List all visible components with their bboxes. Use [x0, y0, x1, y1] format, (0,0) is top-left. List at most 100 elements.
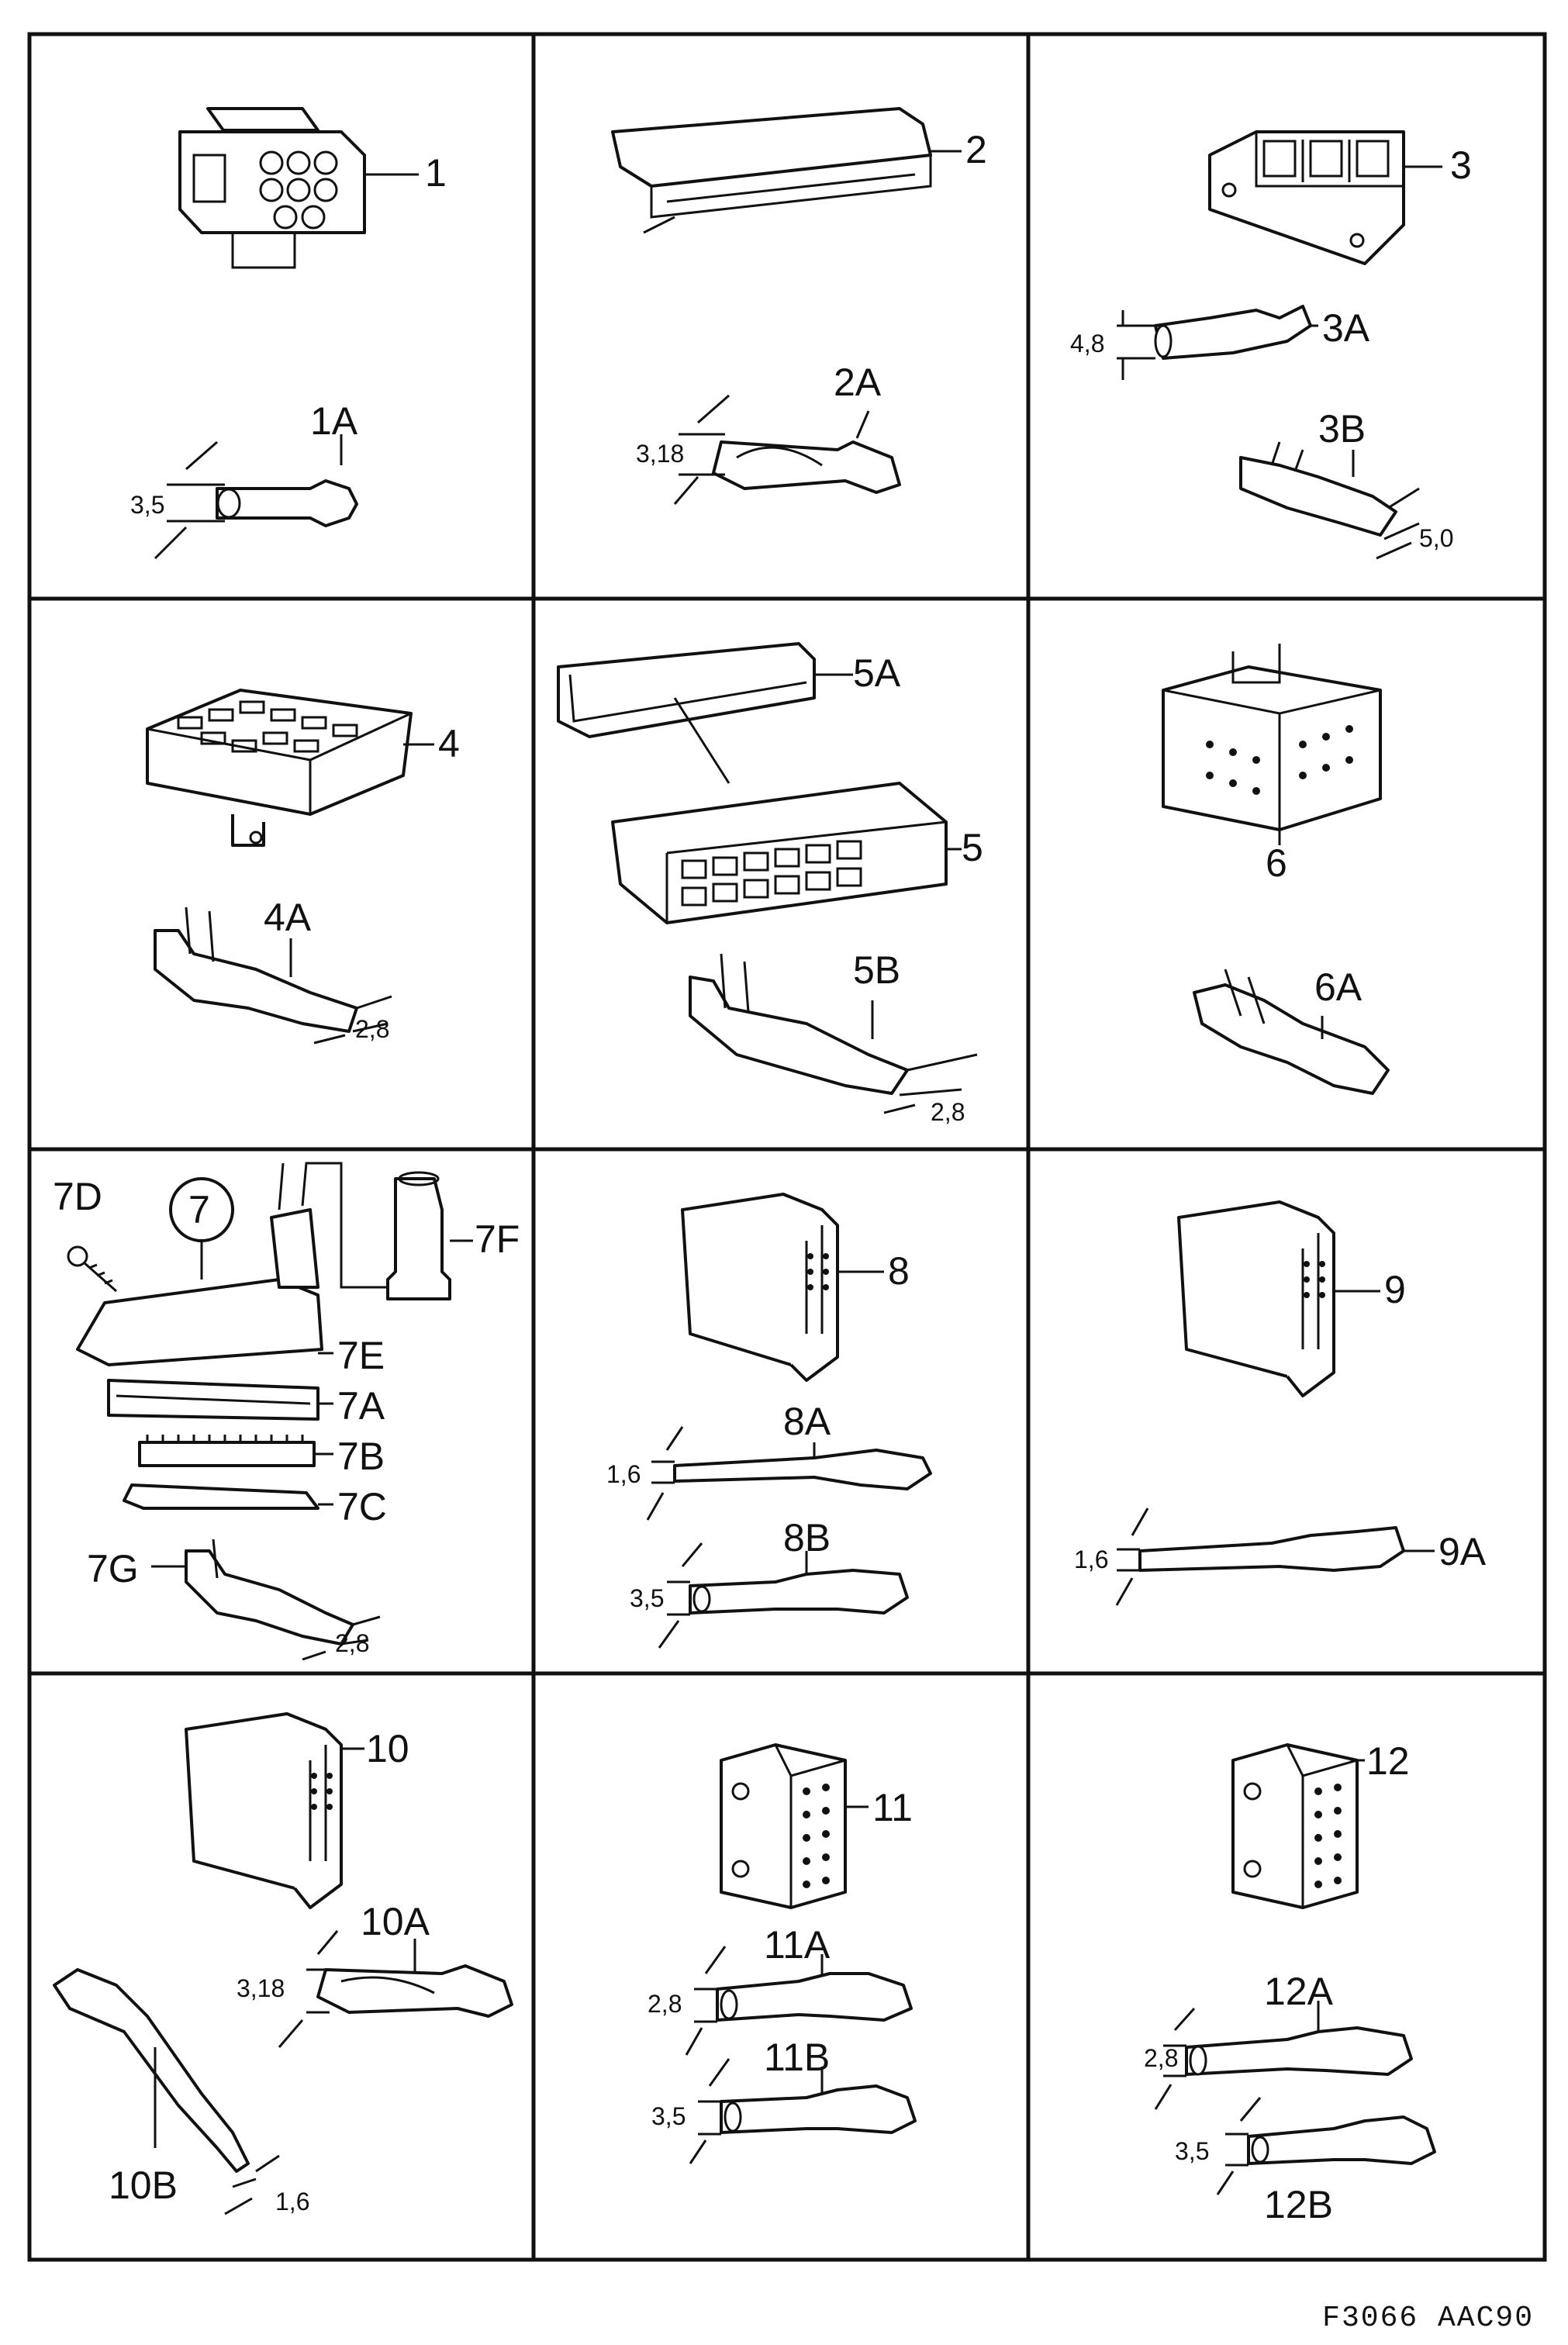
terminal-10a-drawing [278, 1930, 513, 2048]
label-8b: 8B [783, 1516, 831, 1559]
dim-2a: 3,18 [636, 440, 684, 468]
dim-12a: 2,8 [1144, 2044, 1178, 2072]
terminal-2a-drawing [673, 394, 901, 505]
cover-5a-drawing [557, 642, 853, 784]
terminal-1a-drawing [154, 434, 358, 560]
cell-3: 3 3A 4,8 3B 5,0 [1070, 130, 1472, 560]
connector-12-drawing [1231, 1743, 1365, 1909]
cell-1: 1 1A 3,5 [130, 107, 447, 560]
label-3a: 3A [1322, 306, 1370, 350]
dim-7g: 2,8 [335, 1629, 369, 1657]
dim-8a: 1,6 [606, 1460, 641, 1488]
connector-11-drawing [720, 1743, 869, 1909]
connector-9-drawing [1177, 1200, 1380, 1397]
label-12b: 12B [1264, 2183, 1333, 2226]
terminal-9a-drawing [1115, 1508, 1435, 1606]
connector-1-drawing [178, 107, 366, 269]
label-7f: 7F [475, 1217, 520, 1261]
terminal-12b-drawing [1216, 2097, 1436, 2195]
dim-3b: 5,0 [1419, 524, 1453, 552]
cell-5: 5A 5 5B 2,8 [557, 642, 983, 1126]
label-1a: 1A [310, 399, 358, 443]
seal-7a-drawing [107, 1379, 333, 1421]
label-11b: 11B [764, 2036, 830, 2079]
connector-2-drawing [611, 107, 962, 234]
label-8: 8 [888, 1249, 910, 1293]
cell-4: 4 4A 2,8 [146, 689, 460, 1045]
dim-10a: 3,18 [237, 1974, 285, 2002]
dim-8b: 3,5 [630, 1584, 664, 1612]
cell-8: 8 8A 1,6 8B 3,5 [606, 1193, 932, 1649]
label-1: 1 [425, 151, 447, 195]
terminal-4a-drawing [154, 907, 392, 1045]
connector-10-drawing [185, 1712, 364, 1909]
gasket-7c-drawing [123, 1483, 333, 1510]
terminal-7g-drawing [151, 1539, 381, 1661]
label-7b: 7B [337, 1435, 385, 1478]
connector-5-drawing [611, 782, 962, 924]
label-3b: 3B [1318, 407, 1366, 451]
grid-frame [27, 32, 1547, 2262]
label-10a: 10A [361, 1900, 430, 1943]
label-5b: 5B [853, 948, 900, 992]
label-7c: 7C [337, 1485, 387, 1528]
label-7g: 7G [87, 1547, 139, 1590]
dim-11a: 2,8 [648, 1990, 682, 2018]
cell-10: 10 10A 3,18 10B 1,6 [53, 1712, 513, 2215]
label-10b: 10B [109, 2164, 178, 2207]
label-7a: 7A [337, 1384, 385, 1428]
cell-9: 9 9A 1,6 [1074, 1200, 1487, 1606]
label-11: 11 [872, 1786, 913, 1829]
label-12: 12 [1366, 1739, 1410, 1783]
figure-code: F3066 AAC90 [1322, 2302, 1534, 2335]
label-5: 5 [962, 826, 983, 869]
terminal-5b-drawing [689, 953, 978, 1114]
cap-7f-drawing [386, 1171, 473, 1300]
label-3: 3 [1450, 143, 1472, 187]
cell-6: 6 6A [1162, 644, 1390, 1095]
label-4a: 4A [264, 896, 312, 939]
terminal-11a-drawing [685, 1946, 913, 2056]
label-7: 7 [188, 1188, 210, 1231]
label-6a: 6A [1314, 965, 1363, 1009]
label-6: 6 [1266, 841, 1287, 885]
terminal-12a-drawing [1154, 2001, 1413, 2110]
dim-10b: 1,6 [275, 2188, 309, 2215]
terminal-10b-drawing [53, 1968, 280, 2215]
dim-3a: 4,8 [1070, 330, 1104, 357]
connector-3-drawing [1208, 130, 1442, 265]
label-9: 9 [1384, 1268, 1406, 1311]
connector-6-drawing [1162, 644, 1382, 845]
cell-2: 2 2A 3,18 [611, 107, 987, 505]
cell-11: 11 11A 2,8 11B 3,5 [648, 1743, 917, 2164]
cell-7: 7D 7 7F 7E 7A 7B [53, 1162, 520, 1661]
label-4: 4 [438, 722, 460, 765]
dim-1a: 3,5 [130, 491, 164, 519]
terminal-11b-drawing [689, 2058, 917, 2164]
label-5a: 5A [853, 651, 901, 695]
label-11a: 11A [764, 1923, 831, 1967]
label-8a: 8A [783, 1400, 831, 1443]
screw-7d-drawing [67, 1245, 117, 1293]
label-12a: 12A [1264, 1970, 1334, 2013]
label-2a: 2A [834, 361, 882, 404]
comb-7b-drawing [138, 1435, 333, 1467]
connector-4-drawing [146, 689, 434, 847]
dim-5b: 2,8 [931, 1098, 965, 1126]
dim-12b: 3,5 [1175, 2137, 1209, 2165]
cell-12: 12 12A 2,8 3,5 12B [1144, 1739, 1436, 2226]
terminal-8b-drawing [658, 1542, 909, 1649]
dim-11b: 3,5 [651, 2102, 686, 2130]
terminal-3a-drawing [1117, 305, 1318, 380]
label-7d: 7D [53, 1175, 102, 1218]
label-7e: 7E [337, 1334, 385, 1377]
dim-9a: 1,6 [1074, 1545, 1108, 1573]
terminal-6a-drawing [1193, 969, 1390, 1095]
terminal-3b-drawing [1239, 441, 1420, 560]
connector-8-drawing [681, 1193, 884, 1382]
housing-7-drawing [76, 1162, 407, 1366]
label-2: 2 [965, 128, 987, 171]
label-9a: 9A [1438, 1530, 1487, 1573]
label-10: 10 [366, 1727, 409, 1770]
